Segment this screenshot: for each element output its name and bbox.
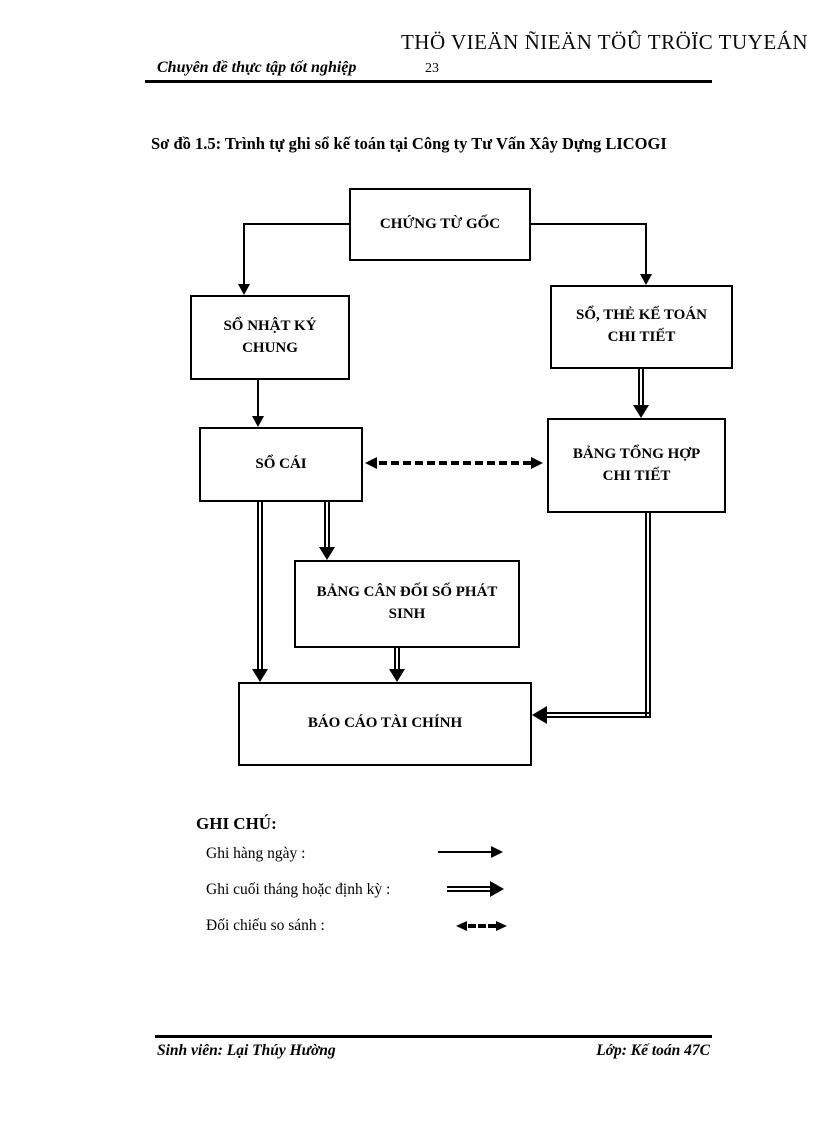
arrowhead-right-icon [496,921,507,931]
footer-rule [155,1035,712,1038]
node-label: BÁO CÁO TÀI CHÍNH [307,715,463,732]
figure-title: Sơ đồ 1.5: Trình tự ghi sổ kế toán tại C… [151,134,667,153]
edge-chungtu-sonhatky-line [244,223,349,225]
node-label: SỔ, THẺ KẾ TOÁN CHI TIẾT [576,307,707,345]
legend-item-daily-label: Ghi hàng ngày : [206,845,306,862]
legend-item-compare-label: Đối chiếu so sánh : [206,917,325,934]
edge-socai-bangtonghop-dashed-line [379,461,531,465]
library-watermark: THÖ VIEÄN ÑIEÄN TÖÛ TRÖÏC TUYEÁN [400,30,808,54]
arrowhead-down-icon [252,416,264,427]
legend-heading: GHI CHÚ: [196,814,277,833]
arrowhead-down-icon [633,405,649,418]
edge-socai-baocao-line [257,500,263,670]
edge-bangtonghop-baocao-line [547,712,651,718]
edge-sonhatky-socai-line [257,380,259,416]
header-page-number: 23 [425,61,439,76]
arrowhead-down-icon [238,284,250,295]
arrowhead-right-icon [531,457,543,469]
legend-daily-arrow-sample [438,851,492,853]
node-label: SỔ CÁI [255,455,307,472]
edge-chungtu-sothe-line [531,223,646,225]
arrowhead-left-icon [365,457,377,469]
header-rule [145,80,712,83]
node-so-cai: SỔ CÁI [199,427,363,502]
edge-bangtonghop-baocao-line [645,513,651,718]
legend-periodic-arrow-sample [447,886,491,892]
node-label: BẢNG TỔNG HỢP CHI TIẾT [572,445,701,484]
arrowhead-left-icon [532,706,547,724]
node-so-the-ke-toan-chi-tiet: SỔ, THẺ KẾ TOÁN CHI TIẾT [550,285,733,369]
footer-student: Sinh viên: Lại Thúy Hường [157,1042,336,1059]
node-label: BẢNG CÂN ĐỐI SỐ PHÁT SINH [316,584,498,622]
node-bang-tong-hop-chi-tiet: BẢNG TỔNG HỢP CHI TIẾT [547,418,726,513]
arrowhead-down-icon [252,669,268,682]
edge-chungtu-sothe-line [645,223,647,274]
arrowhead-down-icon [640,274,652,285]
edge-sothe-bangtonghop-line [638,369,644,406]
legend-item-periodic-label: Ghi cuối tháng hoặc định kỳ : [206,881,391,898]
node-chung-tu-goc: CHỨNG TỪ GỐC [349,188,531,261]
arrowhead-down-icon [389,669,405,682]
node-label: SỔ NHẬT KÝ CHUNG [223,317,317,356]
node-so-nhat-ky-chung: SỔ NHẬT KÝ CHUNG [190,295,350,380]
arrowhead-right-icon [491,846,503,858]
edge-bangcandoi-baocao-line [394,646,400,670]
legend-compare-dashed-line [468,924,496,928]
edge-socai-bangcandoi-line [324,500,330,548]
node-bang-can-doi-so-phat-sinh: BẢNG CÂN ĐỐI SỐ PHÁT SINH [294,560,520,648]
edge-chungtu-sonhatky-line [243,223,245,284]
footer-class: Lớp: Kế toán 47C [596,1042,710,1059]
arrowhead-left-icon [456,921,467,931]
arrowhead-right-icon [490,881,504,897]
node-bao-cao-tai-chinh: BÁO CÁO TÀI CHÍNH [238,682,532,766]
header-course-title: Chuyên đề thực tập tốt nghiệp [157,59,357,76]
arrowhead-down-icon [319,547,335,560]
node-label: CHỨNG TỪ GỐC [379,215,501,232]
